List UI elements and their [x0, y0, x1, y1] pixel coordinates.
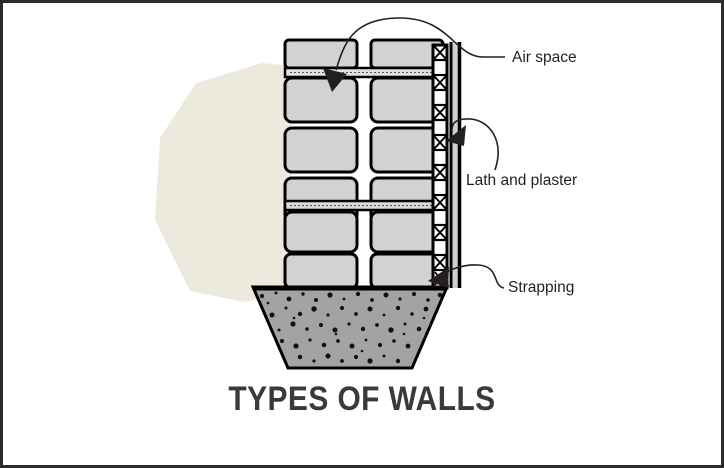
callout-air-space: Air space	[323, 17, 577, 92]
figure-title: TYPES OF WALLS	[228, 380, 496, 418]
callout-lath-and-plaster: Lath and plaster	[446, 118, 577, 189]
arrowhead-lath-and-plaster	[446, 125, 466, 146]
leader-line-strapping	[439, 264, 505, 289]
arrowhead-air-space	[323, 68, 347, 92]
cream-background-shape	[155, 63, 292, 302]
callout-strapping: Strapping	[428, 264, 574, 296]
callout-label-lath-and-plaster: Lath and plaster	[466, 172, 577, 189]
callout-label-air-space: Air space	[512, 49, 577, 66]
wall-tie-lower	[283, 199, 445, 212]
lath-strip	[431, 43, 449, 290]
arrowhead-strapping	[428, 267, 449, 288]
callout-label-strapping: Strapping	[508, 279, 574, 296]
leader-line-air-space	[335, 17, 505, 71]
wall-tie-upper	[283, 66, 445, 79]
concrete-footing	[250, 285, 450, 370]
aggregate-speckle	[256, 291, 443, 364]
plaster-layer	[449, 42, 462, 288]
leader-line-lath-and-plaster	[451, 118, 499, 171]
